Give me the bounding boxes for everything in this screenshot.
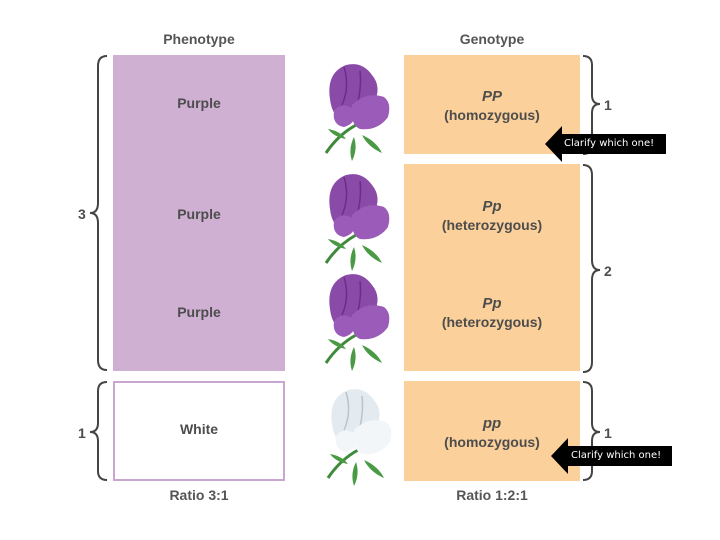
- callout-arrow-2: [551, 438, 672, 474]
- genotype-allele-3: Pp: [482, 295, 502, 312]
- genotype-allele-1: PP: [481, 88, 502, 105]
- phenotype-label-1: Purple: [177, 95, 221, 111]
- phenotype-label-3: Purple: [177, 304, 221, 320]
- count-purple: 3: [78, 206, 86, 222]
- genotype-type-2: (heterozygous): [441, 217, 543, 233]
- count-heterozygous: 2: [604, 263, 612, 279]
- genotype-type-1: (homozygous): [444, 107, 540, 123]
- callout-text-1: Clarify which one!: [564, 138, 655, 149]
- genotype-box-homozygous-dominant: [404, 55, 580, 154]
- callout-arrow-1: [545, 126, 666, 162]
- right-bracket-3: [582, 381, 601, 481]
- genotype-box-homozygous-recessive: [404, 381, 580, 481]
- right-bracket-2: [582, 164, 601, 373]
- left-bracket-purple: [89, 55, 108, 371]
- count-homozygous-recessive: 1: [604, 425, 612, 441]
- genotype-header: Genotype: [459, 31, 525, 47]
- count-white: 1: [78, 425, 86, 441]
- genotype-box-heterozygous: [404, 164, 580, 371]
- phenotype-header: Phenotype: [163, 31, 235, 47]
- genotype-allele-4: pp: [482, 415, 502, 432]
- genotype-allele-2: Pp: [482, 198, 502, 215]
- white-phenotype-box: [113, 381, 285, 481]
- genotype-ratio: Ratio 1:2:1: [456, 487, 528, 503]
- phenotype-label-2: Purple: [177, 206, 221, 222]
- callout-text-2: Clarify which one!: [571, 450, 662, 461]
- genotype-type-3: (heterozygous): [441, 314, 543, 330]
- left-bracket-white: [89, 381, 108, 481]
- phenotype-label-4: White: [179, 421, 219, 437]
- genotype-type-4: (homozygous): [444, 434, 540, 450]
- purple-phenotype-box: [113, 55, 285, 371]
- phenotype-ratio: Ratio 3:1: [169, 487, 229, 503]
- count-homozygous-dominant: 1: [604, 97, 612, 113]
